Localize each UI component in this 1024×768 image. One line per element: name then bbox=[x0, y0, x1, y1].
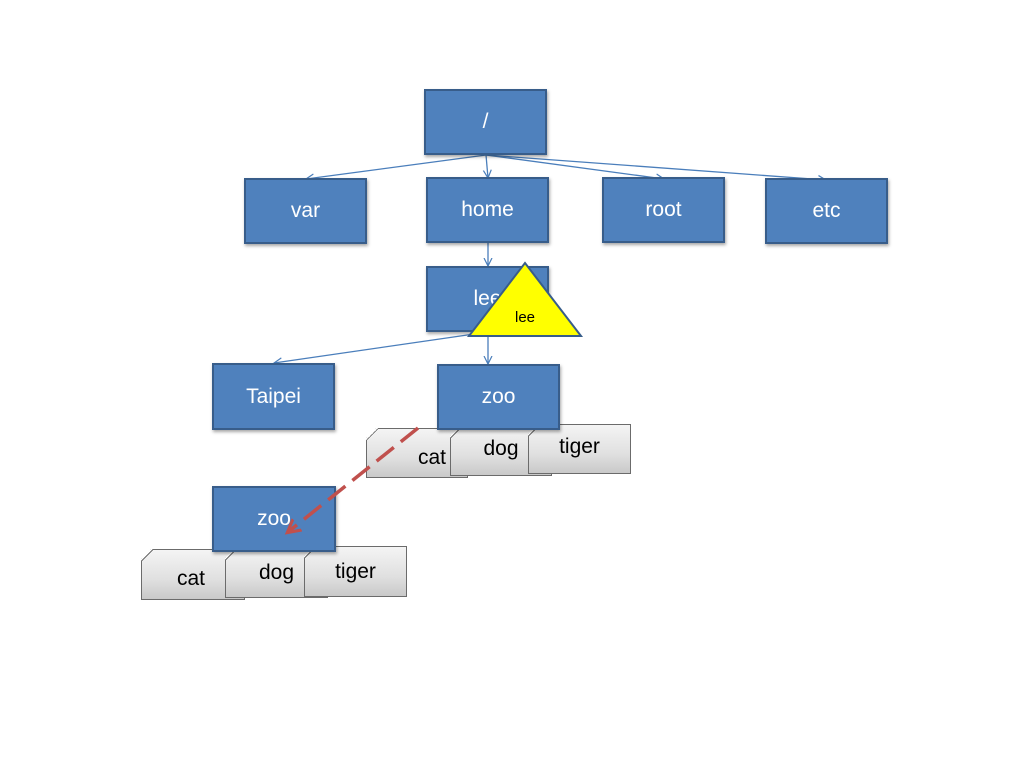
connector-root-root bbox=[485, 154, 664, 179]
file-tiger[interactable]: tiger bbox=[528, 424, 631, 474]
copy-dir-node-zoo[interactable]: zoo bbox=[212, 486, 336, 552]
connector-root-etc bbox=[485, 154, 826, 180]
dir-node-zoo[interactable]: zoo bbox=[437, 364, 560, 430]
dir-node-taipei-label: Taipei bbox=[246, 384, 301, 408]
dir-node-root[interactable]: / bbox=[424, 89, 547, 155]
dir-node-var[interactable]: var bbox=[244, 178, 367, 244]
dir-node-root-label: / bbox=[482, 110, 489, 133]
copy-file-tiger-label: tiger bbox=[335, 559, 376, 583]
connector-root-var bbox=[306, 154, 487, 179]
dir-node-home-label: home bbox=[461, 198, 514, 221]
copy-file-tiger[interactable]: tiger bbox=[304, 546, 407, 597]
file-tiger-label: tiger bbox=[559, 435, 600, 458]
dir-node-root-dir-label: root bbox=[645, 198, 682, 221]
copy-file-cat-label: cat bbox=[176, 566, 205, 590]
dir-node-etc-label: etc bbox=[812, 199, 841, 222]
symlink-triangle-icon[interactable] bbox=[466, 261, 584, 337]
dir-node-etc[interactable]: etc bbox=[765, 178, 888, 244]
connector-lee-taipei bbox=[274, 331, 489, 363]
copy-dir-node-zoo-label: zoo bbox=[257, 507, 291, 530]
dir-node-zoo-label: zoo bbox=[481, 385, 516, 408]
connector-root-home bbox=[486, 154, 488, 178]
dir-node-root-dir[interactable]: root bbox=[602, 177, 725, 243]
copy-file-dog-label: dog bbox=[258, 561, 295, 584]
copy-arrow bbox=[288, 426, 420, 532]
symlink-triangle-label: lee bbox=[514, 309, 536, 326]
dir-node-var-label: var bbox=[290, 199, 321, 222]
file-dog-label: dog bbox=[483, 437, 519, 460]
file-cat-label: cat bbox=[417, 446, 446, 469]
dir-node-home[interactable]: home bbox=[426, 177, 549, 243]
dir-node-taipei[interactable]: Taipei bbox=[212, 363, 335, 430]
